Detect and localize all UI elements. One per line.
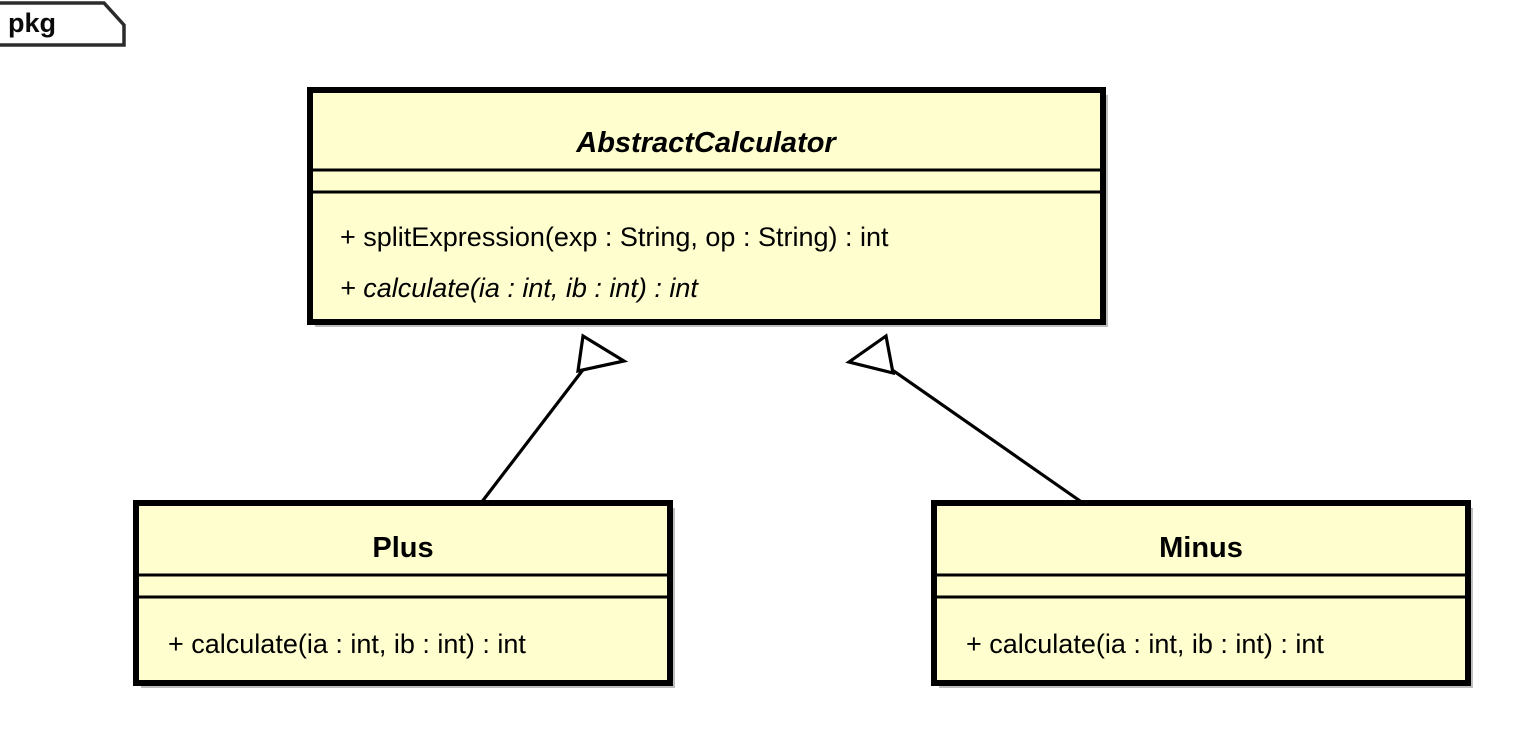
generalization-minus[interactable] (845, 333, 1084, 505)
hollow-triangle-arrowhead-plus (576, 333, 629, 374)
class-box-body-abstract-calculator (307, 87, 1106, 325)
method-row: + calculate(ia : int, ib : int) : int (966, 629, 1324, 659)
generalization-line-plus (479, 357, 594, 504)
class-box-plus[interactable]: Plus + calculate(ia : int, ib : int) : i… (133, 500, 675, 688)
method-row: + splitExpression(exp : String, op : Str… (340, 222, 889, 252)
class-name-minus: Minus (1159, 532, 1243, 564)
package-frame-label: pkg (8, 8, 56, 38)
package-frame-tab-outline (0, 1, 126, 47)
class-box-body-plus (133, 500, 673, 686)
hollow-triangle-arrowhead-minus (845, 333, 896, 376)
class-box-minus[interactable]: Minus + calculate(ia : int, ib : int) : … (931, 500, 1473, 688)
generalization-plus[interactable] (479, 333, 629, 504)
package-frame-header: pkg (0, 1, 126, 47)
class-box-abstract-calculator[interactable]: AbstractCalculator + splitExpression(exp… (307, 87, 1108, 327)
method-row: + calculate(ia : int, ib : int) : int (340, 273, 699, 303)
class-name-abstract-calculator: AbstractCalculator (575, 127, 837, 159)
generalization-line-minus (877, 358, 1084, 505)
method-row: + calculate(ia : int, ib : int) : int (168, 629, 526, 659)
class-box-body-minus (931, 500, 1471, 686)
class-name-plus: Plus (372, 532, 433, 564)
